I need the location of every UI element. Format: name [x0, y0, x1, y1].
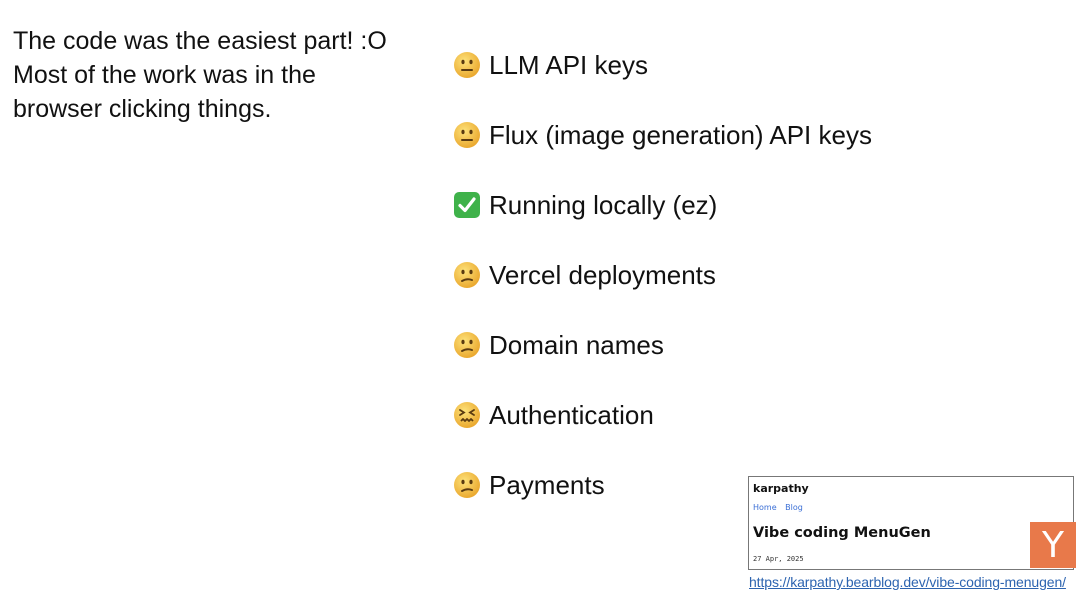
item-label: Payments: [489, 469, 605, 500]
blog-post-date: 27 Apr, 2025: [753, 555, 804, 563]
list-item: Running locally (ez): [453, 188, 717, 222]
y-combinator-logo: Y: [1030, 522, 1076, 568]
item-label: Authentication: [489, 399, 654, 430]
confused-face-icon: [454, 332, 480, 358]
list-item: Payments: [453, 468, 605, 502]
list-item: Vercel deployments: [453, 258, 716, 292]
blog-post-title: Vibe coding MenuGen: [753, 525, 931, 541]
list-item: Flux (image generation) API keys: [453, 118, 872, 152]
blog-nav: Home Blog: [753, 503, 809, 512]
blog-site-name: karpathy: [753, 482, 809, 495]
check-mark-icon: [454, 192, 480, 218]
item-label: LLM API keys: [489, 49, 648, 80]
item-label: Running locally (ez): [489, 189, 718, 220]
item-label: Vercel deployments: [489, 259, 716, 290]
blog-nav-home[interactable]: Home: [753, 503, 777, 512]
slide-left-text: The code was the easiest part! :O Most o…: [13, 24, 387, 126]
neutral-face-icon: [454, 52, 480, 78]
confused-face-icon: [454, 262, 480, 288]
item-label: Flux (image generation) API keys: [489, 119, 872, 150]
neutral-face-icon: [454, 122, 480, 148]
blog-preview-card: karpathy Home Blog Vibe coding MenuGen 2…: [748, 476, 1074, 570]
confounded-face-icon: [454, 402, 480, 428]
list-item: Authentication: [453, 398, 654, 432]
list-item: LLM API keys: [453, 48, 648, 82]
blog-link[interactable]: https://karpathy.bearblog.dev/vibe-codin…: [749, 574, 1066, 590]
list-item: Domain names: [453, 328, 664, 362]
blog-nav-blog[interactable]: Blog: [785, 503, 803, 512]
left-line-2: Most of the work was in the: [13, 61, 316, 89]
item-label: Domain names: [489, 329, 664, 360]
left-line-1: The code was the easiest part! :O: [13, 27, 387, 55]
left-line-3: browser clicking things.: [13, 95, 272, 123]
confused-face-icon: [454, 472, 480, 498]
